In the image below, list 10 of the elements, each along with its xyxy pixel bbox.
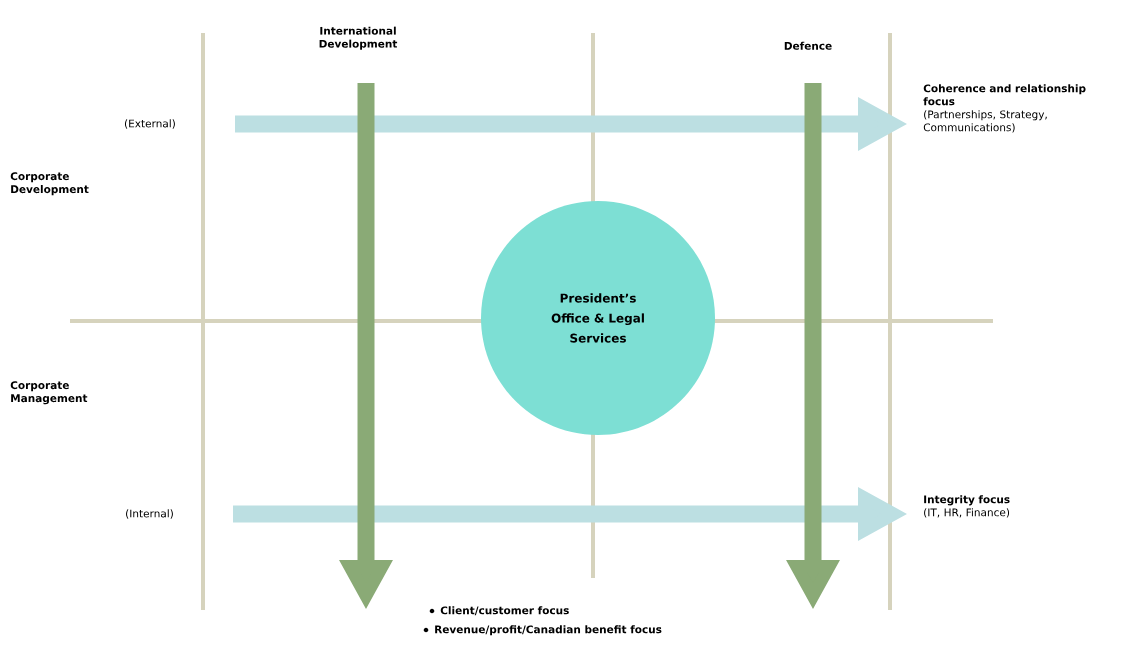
bullet-item: Revenue/profit/Canadian benefit focus — [435, 625, 662, 636]
side-label: (External) — [124, 119, 175, 129]
column-heading: Defence — [784, 41, 832, 50]
bullet-item: Client/customer focus — [440, 606, 569, 616]
side-label: (Internal) — [126, 509, 173, 519]
focus-text: Integrity focus (IT, HR, Finance) — [924, 495, 1010, 518]
row-heading: Corporate Development — [10, 172, 89, 196]
row-heading: Corporate Management — [10, 381, 88, 405]
column-heading: International Development — [319, 26, 398, 50]
focus-text: Coherence and relationship focus (Partnerships, Strategy, Communications) — [923, 84, 1086, 133]
